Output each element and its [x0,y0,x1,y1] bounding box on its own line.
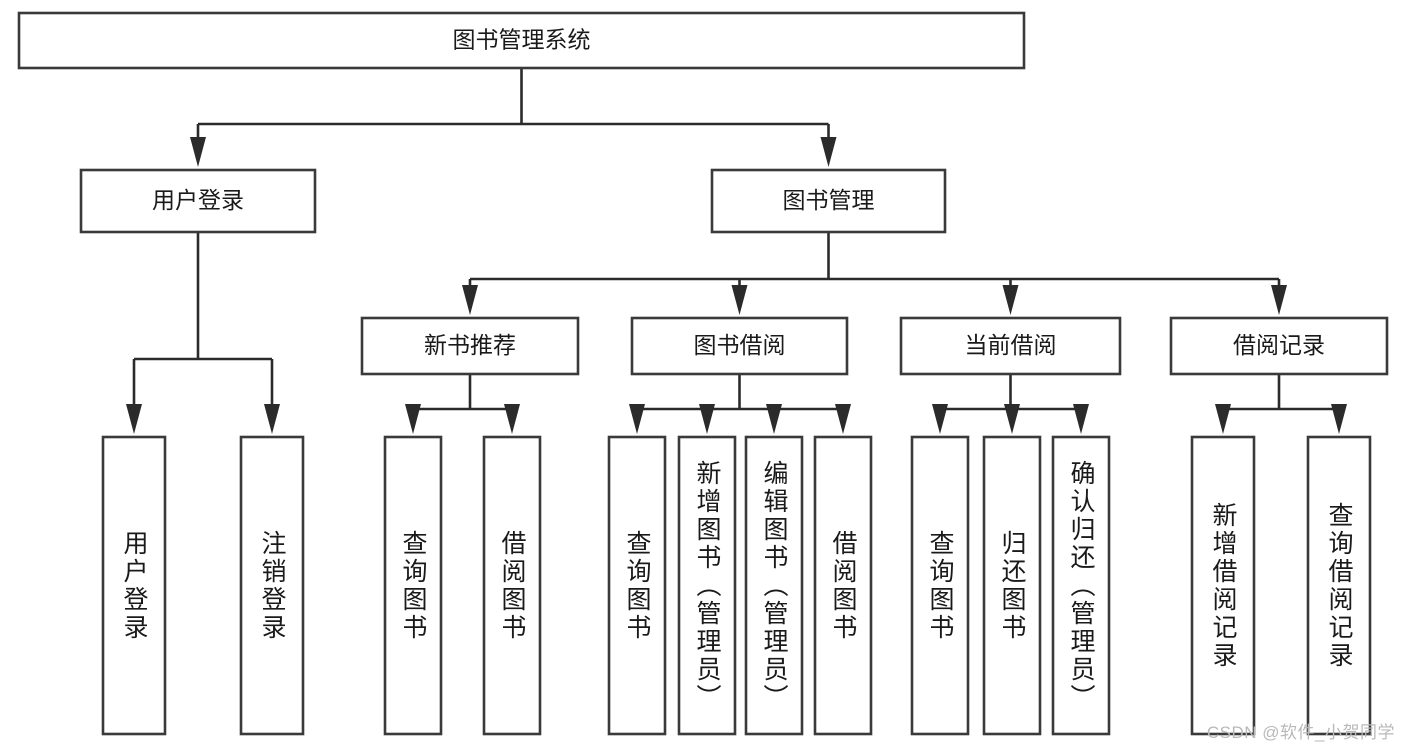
node-box-book-borrow[interactable] [630,316,849,376]
node-box-leaf-query-record[interactable] [1306,435,1372,736]
node-box-current-borrow[interactable] [899,316,1122,376]
node-label-leaf-add-book: 新增图书（管理员） [693,459,721,712]
edge-arrow-book-borrow-3 [835,404,851,434]
edge-arrow-book-manage-3 [1271,285,1287,315]
node-box-leaf-add-record[interactable] [1190,435,1256,736]
node-label-leaf-query-book-1: 查询图书 [399,529,427,642]
edge-arrow-book-borrow-1 [699,404,715,434]
edge-arrow-root-1 [820,137,837,167]
edge-arrow-current-borrow-1 [1004,404,1020,434]
edge-arrow-book-manage-0 [462,285,478,315]
node-label-current-borrow: 当前借阅 [965,332,1057,358]
node-label-leaf-add-record: 新增借阅记录 [1209,501,1237,670]
edge-arrow-new-book-rec-0 [405,404,421,434]
edge-arrow-book-manage-1 [731,285,748,315]
node-label-leaf-query-record: 查询借阅记录 [1325,501,1353,670]
node-label-new-book-rec: 新书推荐 [424,332,516,358]
node-box-user-login[interactable] [79,168,317,234]
node-label-root: 图书管理系统 [453,27,591,53]
node-box-new-book-rec[interactable] [360,316,580,376]
node-label-leaf-user-login: 用户登录 [120,529,148,642]
node-label-leaf-query-book-3: 查询图书 [926,529,954,642]
node-box-leaf-query-book-2[interactable] [607,435,667,736]
edge-arrow-root-0 [190,137,206,167]
node-box-leaf-edit-book[interactable] [744,435,804,736]
edge-arrow-new-book-rec-1 [504,404,520,434]
node-label-leaf-query-book-2: 查询图书 [623,529,651,642]
node-box-leaf-add-book[interactable] [677,435,737,736]
node-box-leaf-borrow-book-2[interactable] [813,435,873,736]
node-box-borrow-record[interactable] [1169,316,1389,376]
node-label-leaf-confirm-return: 确认归还（管理员） [1067,459,1095,712]
edge-arrow-book-manage-2 [1002,285,1019,315]
node-label-leaf-borrow-book-1: 借阅图书 [498,529,526,642]
node-box-leaf-return-book[interactable] [982,435,1042,736]
node-box-leaf-borrow-book-1[interactable] [482,435,542,736]
edge-arrow-user-login-0 [126,404,142,434]
node-box-root[interactable] [17,11,1026,70]
node-box-leaf-query-book-1[interactable] [383,435,443,736]
node-box-book-manage[interactable] [710,168,947,234]
edge-arrow-borrow-record-0 [1215,404,1231,434]
edge-arrow-current-borrow-0 [932,404,948,434]
connectors-layer [126,68,1347,434]
node-box-leaf-confirm-return[interactable] [1051,435,1111,736]
node-label-leaf-borrow-book-2: 借阅图书 [829,529,857,642]
node-box-leaf-user-login[interactable] [101,435,167,736]
node-label-leaf-return-book: 归还图书 [998,529,1026,642]
node-label-book-manage: 图书管理 [783,187,875,213]
node-label-borrow-record: 借阅记录 [1233,332,1325,358]
node-box-leaf-user-logout[interactable] [239,435,305,736]
node-label-leaf-user-logout: 注销登录 [258,529,286,642]
boxes-layer [17,11,1389,736]
node-label-book-borrow: 图书借阅 [694,332,786,358]
node-label-user-login: 用户登录 [152,187,244,213]
edge-arrow-book-borrow-0 [629,404,645,434]
edge-arrow-current-borrow-2 [1073,404,1089,434]
edge-arrow-book-borrow-2 [766,404,782,434]
edge-arrow-user-login-1 [264,404,280,434]
node-box-leaf-query-book-3[interactable] [910,435,970,736]
node-label-leaf-edit-book: 编辑图书（管理员） [760,459,788,712]
edge-arrow-borrow-record-1 [1331,404,1347,434]
